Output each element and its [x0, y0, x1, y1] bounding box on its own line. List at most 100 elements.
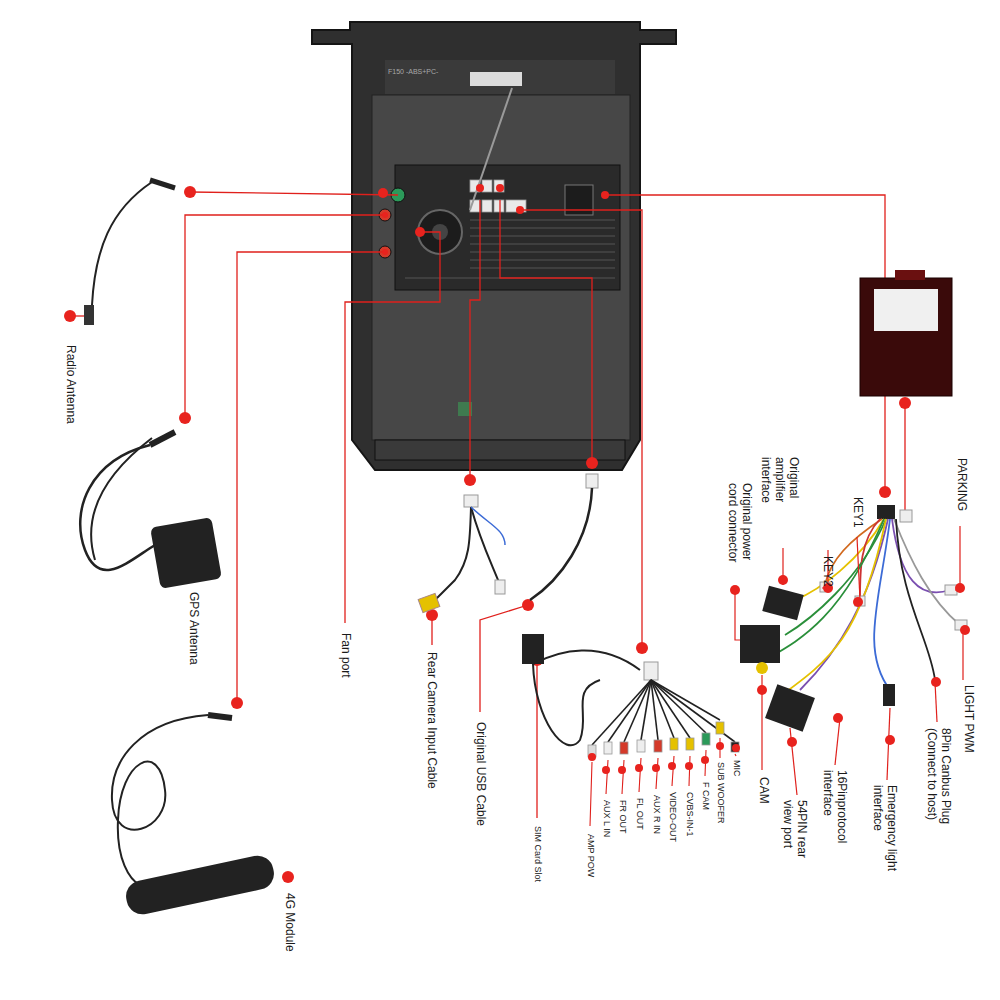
- rear-camera-cable-part: [418, 593, 440, 612]
- callout-dots-part: [899, 397, 911, 409]
- pin-dots-part: [701, 756, 709, 764]
- power-harness-part-part: [894, 519, 960, 625]
- head-unit-part-part: [470, 220, 615, 221]
- av-bundle-part-part: [670, 738, 678, 750]
- part-label: SIM Card Slot: [533, 826, 543, 882]
- part-label: AUX R IN: [652, 795, 662, 834]
- av-bundle-part: [533, 650, 640, 670]
- av-bundle-part: [592, 680, 735, 745]
- part-label: 16Pinprotocol interface: [820, 770, 848, 862]
- harness-dots-part: [931, 677, 941, 687]
- pin-leaders-part: [639, 758, 641, 792]
- leader-lines-part: [237, 252, 385, 703]
- part-label: CVBS-IN-1: [685, 792, 695, 837]
- canbus-box-part: [874, 289, 938, 331]
- leader-lines: [70, 192, 905, 818]
- 4g-antenna: [112, 715, 277, 917]
- av-bundle-part-part: [641, 680, 651, 740]
- av-bundle: [522, 634, 739, 757]
- leader-lines-part: [185, 215, 385, 418]
- head-unit-part: [312, 22, 676, 470]
- part-label: LIGHT PWM: [961, 685, 975, 753]
- av-bundle-part-part: [624, 680, 651, 742]
- rear-camera-cable-part: [495, 580, 505, 594]
- pin-leaders-part: [606, 760, 608, 794]
- power-harness-part-part: [795, 519, 884, 600]
- harness-dots-part: [757, 685, 767, 695]
- pin-leaders-part: [689, 756, 690, 786]
- harness-dots: [730, 575, 970, 747]
- usb-cable-part: [530, 488, 592, 600]
- av-bundle-part: [644, 662, 658, 680]
- pin-dots-part: [716, 742, 724, 750]
- av-bundle-part-part: [654, 740, 662, 752]
- canbus-box: [860, 270, 952, 396]
- harness-dots-part: [778, 575, 788, 585]
- head-unit: [312, 22, 676, 470]
- part-label: 8Pin Canbus Plug (Connect to host): [924, 728, 952, 840]
- av-bundle-part-part: [716, 722, 724, 734]
- pin-dots-part: [668, 762, 676, 770]
- callout-dots-part: [522, 599, 534, 611]
- callout-dots-part: [415, 227, 425, 237]
- part-label: Original USB Cable: [473, 722, 487, 826]
- power-harness-part-part: [896, 519, 935, 680]
- callout-dots-part: [636, 642, 648, 654]
- harness-dots-part: [885, 735, 895, 745]
- leader-lines-part: [536, 660, 537, 818]
- head-unit-part: [470, 72, 522, 86]
- head-unit-part-part: [470, 268, 615, 269]
- callout-dots: [64, 184, 911, 883]
- head-unit-part: [395, 165, 620, 290]
- head-unit-part-part: [482, 180, 492, 192]
- gps-antenna-part: [91, 438, 152, 560]
- pin-dots-part: [635, 764, 643, 772]
- canbus-box-part: [860, 278, 952, 396]
- part-label: F CAM: [701, 782, 711, 810]
- av-bundle-part-part: [620, 742, 628, 754]
- harness-dots-part: [960, 625, 970, 635]
- rear-camera-cable: [418, 495, 505, 613]
- part-label: Original amplifier interface: [759, 457, 800, 543]
- canbus-box-part: [895, 270, 925, 280]
- usb-cable-part: [586, 474, 598, 488]
- head-unit-part-part: [470, 244, 615, 245]
- leader-lines-part: [520, 210, 642, 648]
- av-bundle-part: [588, 722, 739, 757]
- part-label: GPS Antenna: [186, 592, 200, 665]
- power-harness-part: [762, 586, 804, 620]
- part-label: VIDEO-OUT: [668, 792, 678, 842]
- harness-leaders-part: [835, 718, 840, 765]
- power-harness-part: [765, 684, 815, 732]
- leader-lines-part: [345, 232, 440, 623]
- callout-dots-part: [601, 191, 609, 199]
- av-bundle-part-part: [651, 680, 720, 720]
- callout-dots-part: [179, 412, 191, 424]
- harness-dots-part: [853, 597, 863, 607]
- rear-camera-cable-part: [471, 507, 505, 545]
- harness-leaders-part: [857, 537, 860, 600]
- part-label: Rear Camera Input Cable: [424, 652, 438, 789]
- head-unit-part-part: [470, 252, 615, 253]
- part-label: AUX L IN: [602, 800, 612, 837]
- radio-antenna-part: [84, 305, 94, 325]
- part-label: 54PIN rear view port: [780, 800, 808, 872]
- part-label: KEY2: [820, 556, 834, 587]
- head-unit-part-part: [494, 200, 504, 212]
- av-bundle-part-part: [702, 733, 710, 745]
- part-label: Emergency light interface: [870, 785, 898, 885]
- harness-leaders-part: [935, 682, 937, 722]
- part-label: FR OUT: [618, 800, 628, 834]
- power-harness: [740, 505, 967, 732]
- pin-leaders-part: [622, 760, 624, 794]
- harness-leaders-part: [735, 588, 740, 640]
- harness-dots-part: [730, 585, 740, 595]
- head-unit-part: [385, 60, 615, 94]
- callout-dots-part: [382, 249, 388, 255]
- radio-antenna-part: [150, 180, 175, 188]
- part-label: 4G Module: [282, 893, 296, 952]
- gps-antenna-part: [80, 445, 155, 570]
- leader-lines-part: [190, 192, 398, 195]
- pin-leaders-part: [735, 754, 736, 756]
